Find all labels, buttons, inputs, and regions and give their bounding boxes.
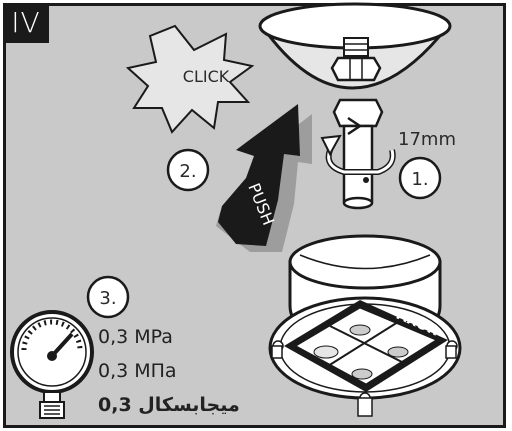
svg-text:1.: 1. xyxy=(411,169,428,190)
svg-text:3.: 3. xyxy=(99,288,116,309)
connector-fitting xyxy=(334,100,382,208)
pressure-mpa-cyrillic: 0,3 МПа xyxy=(98,360,177,382)
step-2-marker: 2. xyxy=(168,150,208,190)
gauge-icon xyxy=(12,312,92,418)
pressure-mpa-arabic: 0,3 ميجابسكال xyxy=(98,394,240,416)
pressure-mpa: 0,3 MPa xyxy=(98,326,173,348)
mounting-dish xyxy=(260,4,450,88)
step-3-marker: 3. xyxy=(88,277,128,317)
click-burst-icon: CLICK xyxy=(128,26,252,132)
svg-text:2.: 2. xyxy=(179,161,196,182)
click-label: CLICK xyxy=(183,67,230,86)
wrench-size-label: 17mm xyxy=(398,129,456,150)
push-arrow-icon: PUSH xyxy=(216,104,312,252)
filter-housing: AXOR xyxy=(270,236,460,416)
step-1-marker: 1. xyxy=(400,158,440,198)
